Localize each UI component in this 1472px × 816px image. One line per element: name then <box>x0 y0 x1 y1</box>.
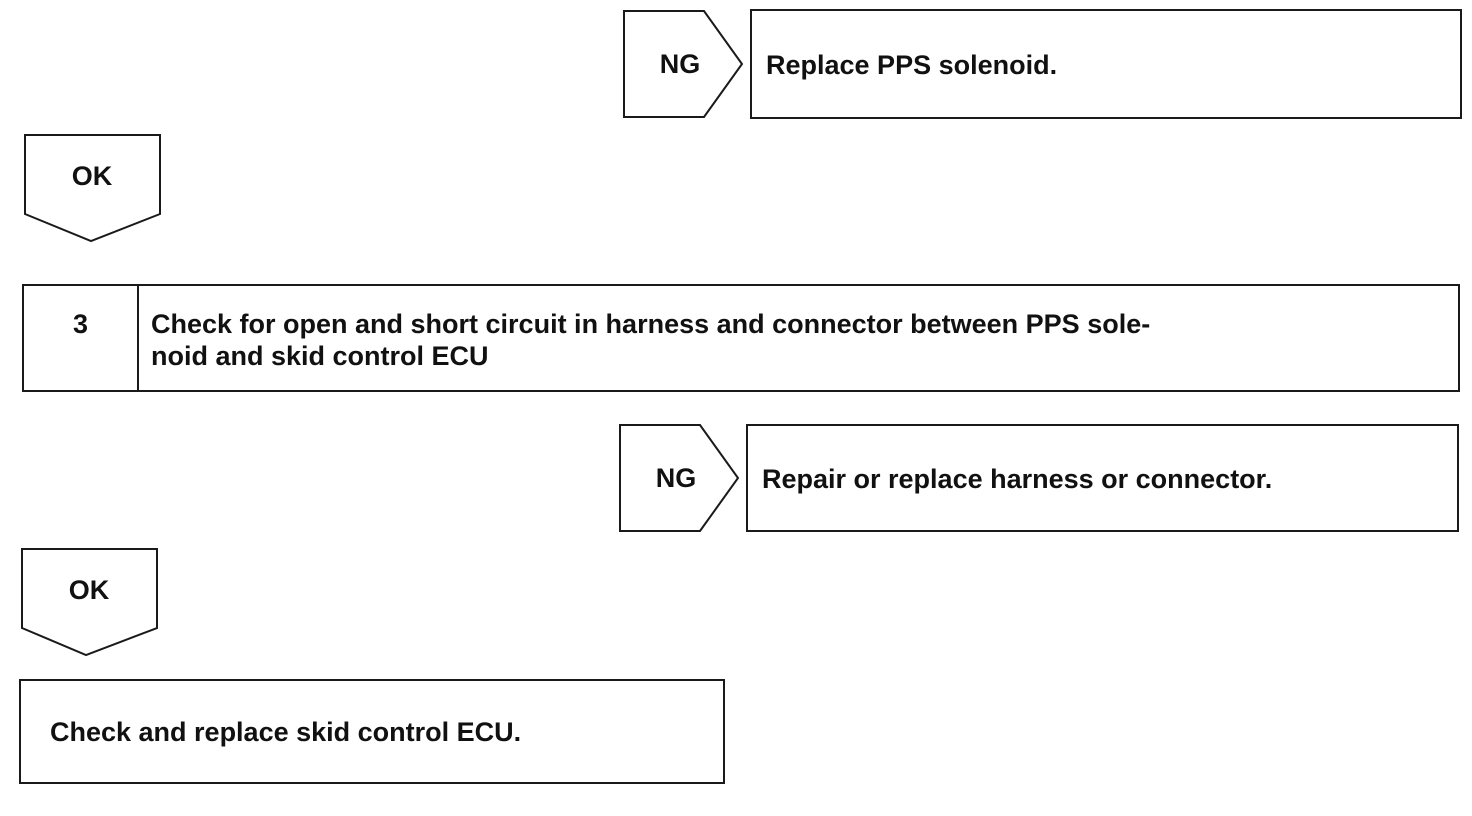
step-3-box: 3 Check for open and short circuit in ha… <box>22 284 1460 392</box>
action-text: Repair or replace harness or connector. <box>762 464 1273 494</box>
ng-label: NG <box>659 49 701 79</box>
action-text: Replace PPS solenoid. <box>766 50 1058 80</box>
step-number: 3 <box>72 309 89 339</box>
ok-arrow-badge <box>24 134 161 243</box>
ng-arrow-badge <box>619 424 740 532</box>
step-divider <box>137 286 139 390</box>
ng-label: NG <box>655 463 697 493</box>
ok-arrow-badge <box>21 548 158 657</box>
ok-label: OK <box>71 161 113 191</box>
ng-arrow-badge <box>623 10 744 118</box>
step-description-line2: noid and skid control ECU <box>151 341 489 371</box>
action-box-replace-pps-solenoid: Replace PPS solenoid. <box>750 9 1462 119</box>
step-description-line1: Check for open and short circuit in harn… <box>151 309 1151 339</box>
final-action-text: Check and replace skid control ECU. <box>50 717 522 747</box>
ok-label: OK <box>68 575 110 605</box>
action-box-repair-harness: Repair or replace harness or connector. <box>746 424 1459 532</box>
final-action-box: Check and replace skid control ECU. <box>19 679 725 784</box>
